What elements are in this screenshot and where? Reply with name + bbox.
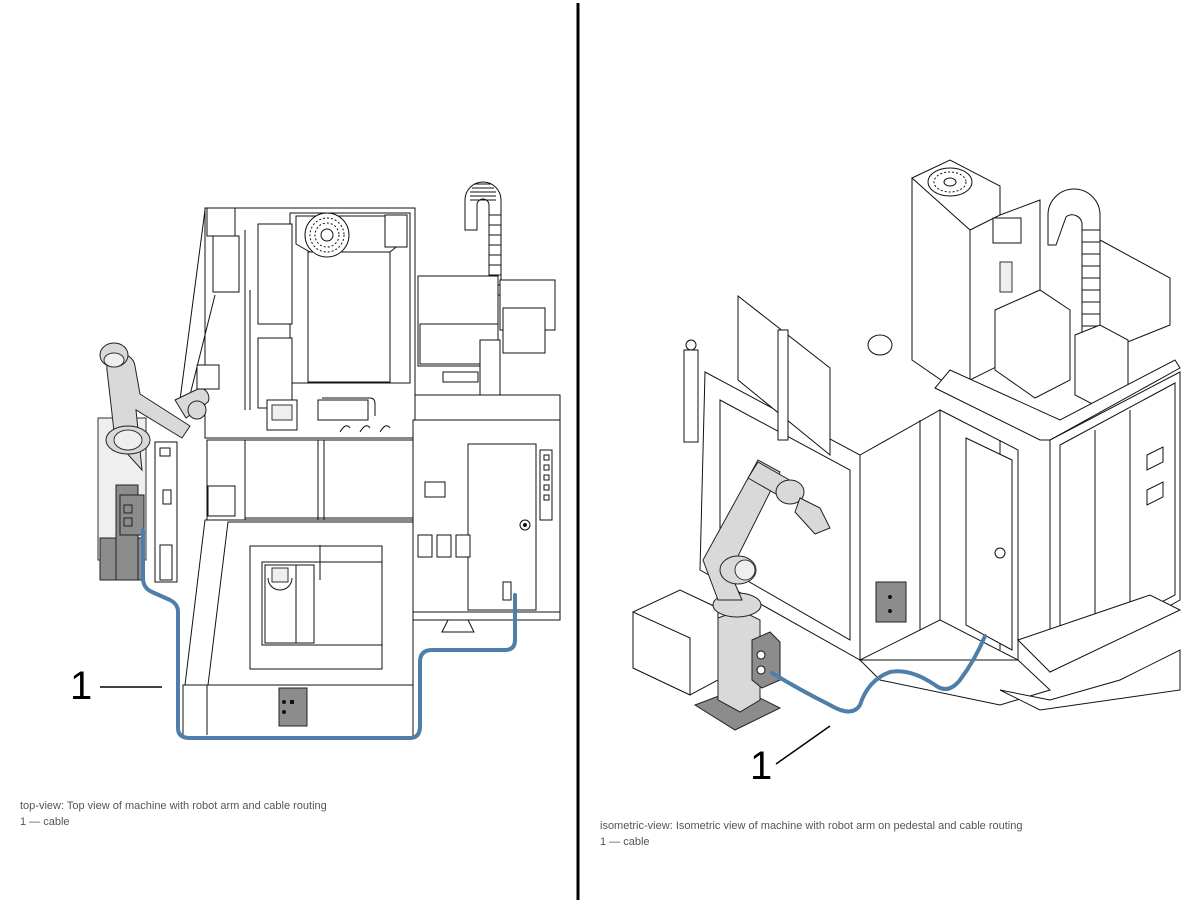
controller-box <box>632 589 719 696</box>
view-name: top-view <box>20 800 61 812</box>
robot-arm <box>693 459 831 731</box>
view-description: Top view of machine with robot arm and c… <box>66 800 327 812</box>
enclosure <box>182 439 414 738</box>
isometric-view <box>632 159 1182 765</box>
view-caption-top: top-view: Top view of machine with robot… <box>20 800 327 812</box>
callout-ref: 1 <box>600 836 607 848</box>
callout-ref: 1 <box>20 816 27 828</box>
cable <box>141 528 517 740</box>
view-description: Isometric view of machine with robot arm… <box>675 820 1023 832</box>
callout-target: cable <box>623 836 650 848</box>
spindle-head <box>266 397 391 433</box>
robot-arm <box>97 342 220 583</box>
fan-grille-icon <box>304 212 350 258</box>
electrical-cabinet <box>411 275 561 633</box>
callout-number-isometric-view: 1 <box>750 744 773 788</box>
cable <box>770 634 987 714</box>
machine-column <box>911 159 1041 401</box>
view-name: isometric-view <box>600 820 670 832</box>
callout-target: cable <box>43 816 70 828</box>
top-view <box>97 181 561 740</box>
enclosure <box>683 294 1182 711</box>
callout-number-top-view: 1 <box>70 664 93 708</box>
callout-leader-isometric-view <box>775 725 831 765</box>
callout-target-top: 1 — cable <box>20 816 70 828</box>
callout-target-iso: 1 — cable <box>600 836 650 848</box>
cable-chain <box>464 181 502 296</box>
view-caption-iso: isometric-view: Isometric view of machin… <box>600 820 1023 832</box>
